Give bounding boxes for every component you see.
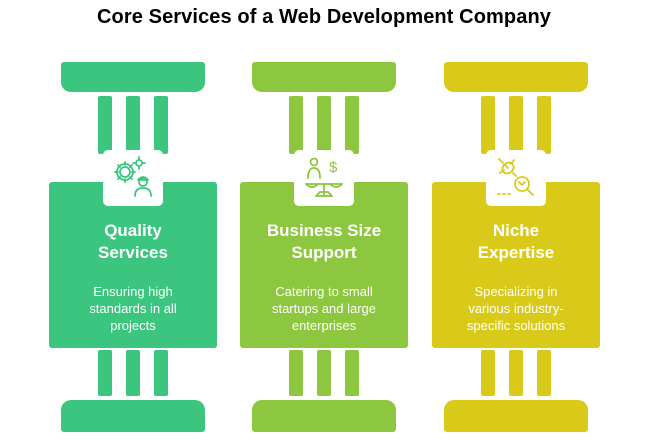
pillar-column (154, 350, 168, 396)
pillar-description: Ensuring high standards in all projects (59, 283, 207, 334)
pillar-bottom-cap (61, 400, 205, 432)
pillar-description-line: startups and large (271, 301, 377, 316)
pillar-description-line: Catering to small (275, 284, 373, 299)
pillar-column (126, 96, 140, 154)
pillar-column (289, 96, 303, 154)
bug-magnifier-icon (497, 158, 534, 196)
pillar-column (481, 350, 495, 396)
pillar-business-size-support: $ Business Size Support Catering to smal… (240, 0, 408, 446)
scale-person-dollar-icon: $ (305, 157, 343, 197)
pillar-body (240, 182, 408, 348)
pillar-heading-line: Services (98, 243, 168, 262)
pillar-body (432, 182, 600, 348)
pillar-column (317, 96, 331, 154)
pillar-bottom-cap (252, 400, 396, 432)
gears-worker-icon (114, 156, 152, 197)
pillar-heading-line: Quality (104, 221, 162, 240)
pillar-bottom-cap (444, 400, 588, 432)
pillar-heading-line: Support (291, 243, 357, 262)
pillar-column (317, 350, 331, 396)
pillar-description-line: standards in all (89, 301, 177, 316)
pillar-column (509, 96, 523, 154)
pillar-column (537, 350, 551, 396)
pillar-column (481, 96, 495, 154)
pillar-description-line: Specializing in (474, 284, 558, 299)
pillar-niche-expertise: Niche Expertise Specializing in various … (432, 0, 600, 446)
pillar-column (509, 350, 523, 396)
pillar-description-line: projects (110, 318, 156, 333)
pillar-column (98, 350, 112, 396)
pillar-top-cap (252, 62, 396, 92)
pillar-heading: Business Size Support (240, 220, 408, 264)
pillar-column (98, 96, 112, 154)
pillar-heading: Quality Services (49, 220, 217, 264)
pillar-top-cap (444, 62, 588, 92)
pillar-column (289, 350, 303, 396)
pillar-description-line: various industry- (468, 301, 564, 316)
pillar-top-cap (61, 62, 205, 92)
pillar-description-line: Ensuring high (93, 284, 173, 299)
pillar-quality-services: Quality Services Ensuring high standards… (49, 0, 217, 446)
icon-container (103, 150, 163, 206)
pillar-column (537, 96, 551, 154)
pillar-description-line: specific solutions (466, 318, 566, 333)
pillar-column (345, 350, 359, 396)
page-title: Core Services of a Web Development Compa… (97, 6, 551, 28)
pillar-heading: Niche Expertise (432, 220, 600, 264)
svg-text:$: $ (329, 159, 338, 176)
pillar-description-line: enterprises (291, 318, 357, 333)
pillar-heading-line: Business Size (266, 221, 382, 240)
pillar-description: Specializing in various industry- specif… (442, 283, 590, 334)
pillar-column (345, 96, 359, 154)
pillar-column (154, 96, 168, 154)
pillar-heading-line: Niche (492, 221, 540, 240)
pillar-description: Catering to small startups and large ent… (250, 283, 398, 334)
icon-container (486, 150, 546, 206)
pillar-column (126, 350, 140, 396)
icon-container: $ (294, 150, 354, 206)
pillar-body (49, 182, 217, 348)
pillar-heading-line: Expertise (477, 243, 555, 262)
